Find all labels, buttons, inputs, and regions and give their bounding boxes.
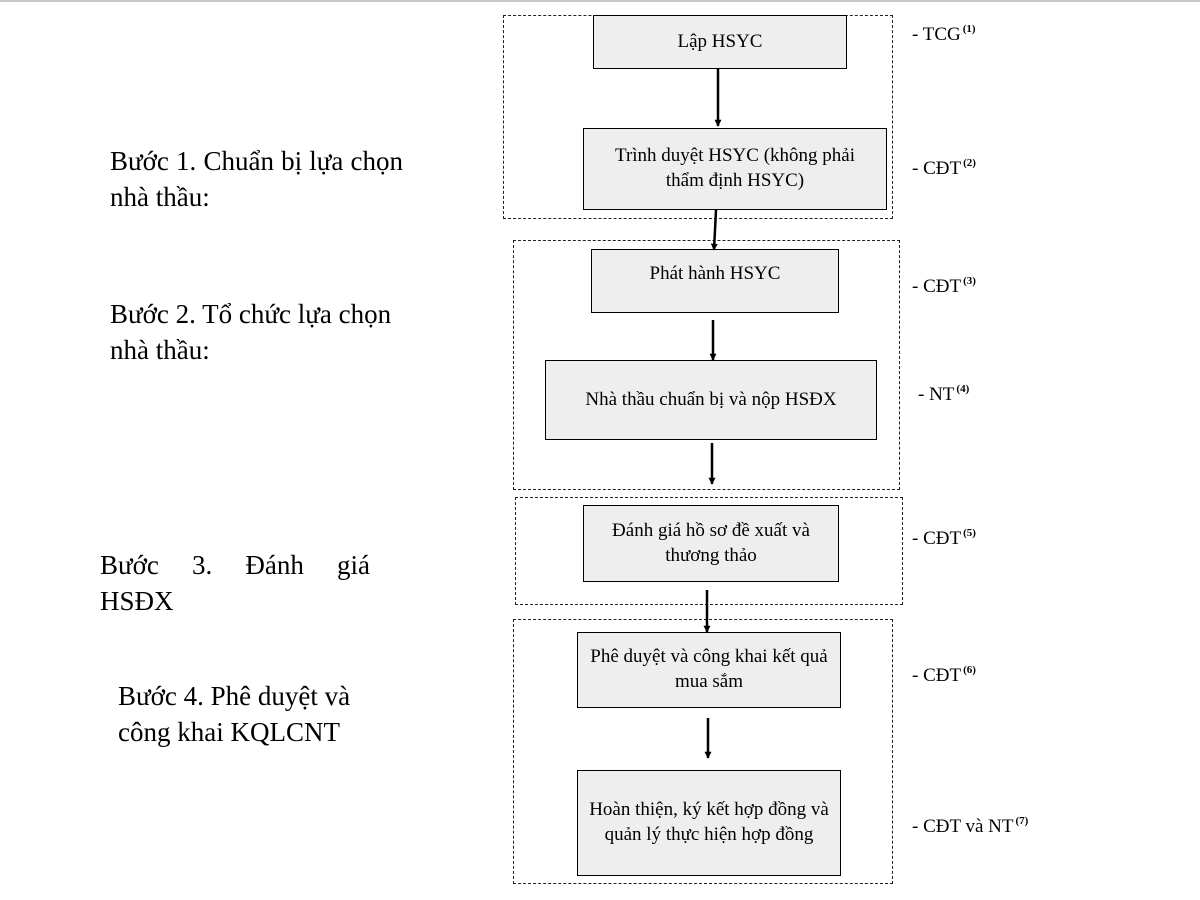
footnote-marker-3: (3) xyxy=(963,275,976,287)
process-box-danh-gia-hsdx: Đánh giá hồ sơ đề xuất và thương thảo xyxy=(583,505,839,582)
group-step-4 xyxy=(513,619,893,884)
footnote-marker-2: (2) xyxy=(963,157,976,169)
actor-label-5: - CĐT(5) xyxy=(912,527,976,549)
actor-label-1: - TCG(1) xyxy=(912,23,976,45)
process-box-phat-hanh-hsyc: Phát hành HSYC xyxy=(591,249,839,313)
process-box-nop-hsdx: Nhà thầu chuẩn bị và nộp HSĐX xyxy=(545,360,877,440)
group-step-3 xyxy=(515,497,903,605)
actor-label-4: - NT(4) xyxy=(918,383,970,405)
process-box-trinh-duyet-hsyc: Trình duyệt HSYC (không phải thẩm định H… xyxy=(583,128,887,210)
actor-label-2: - CĐT(2) xyxy=(912,157,976,179)
footnote-marker-4: (4) xyxy=(956,383,970,395)
process-box-phe-duyet-ket-qua: Phê duyệt và công khai kết quả mua sắm xyxy=(577,632,841,708)
group-step-2 xyxy=(513,240,900,490)
actor-label-3: - CĐT(3) xyxy=(912,275,976,297)
step-3-label: Bước 3. Đánh giá HSĐX xyxy=(100,550,370,617)
actor-label-7: - CĐT và NT(7) xyxy=(912,815,1029,837)
step-1-label: Bước 1. Chuẩn bị lựa chọn nhà thầu: xyxy=(110,146,403,213)
footnote-marker-1: (1) xyxy=(962,23,976,35)
top-divider xyxy=(0,0,1200,2)
process-box-hoan-thien-hop-dong: Hoàn thiện, ký kết hợp đồng và quản lý t… xyxy=(577,770,841,876)
step-2-label: Bước 2. Tổ chức lựa chọn nhà thầu: xyxy=(110,299,392,366)
footnote-marker-6: (6) xyxy=(963,664,976,676)
process-box-lap-hsyc: Lập HSYC xyxy=(593,15,847,69)
footnote-marker-7: (7) xyxy=(1015,815,1029,827)
footnote-marker-5: (5) xyxy=(963,527,976,539)
arrow-2 xyxy=(710,209,718,251)
step-4-label: Bước 4. Phê duyệt và công khai KQLCNT xyxy=(118,681,351,748)
actor-label-6: - CĐT(6) xyxy=(912,664,976,686)
